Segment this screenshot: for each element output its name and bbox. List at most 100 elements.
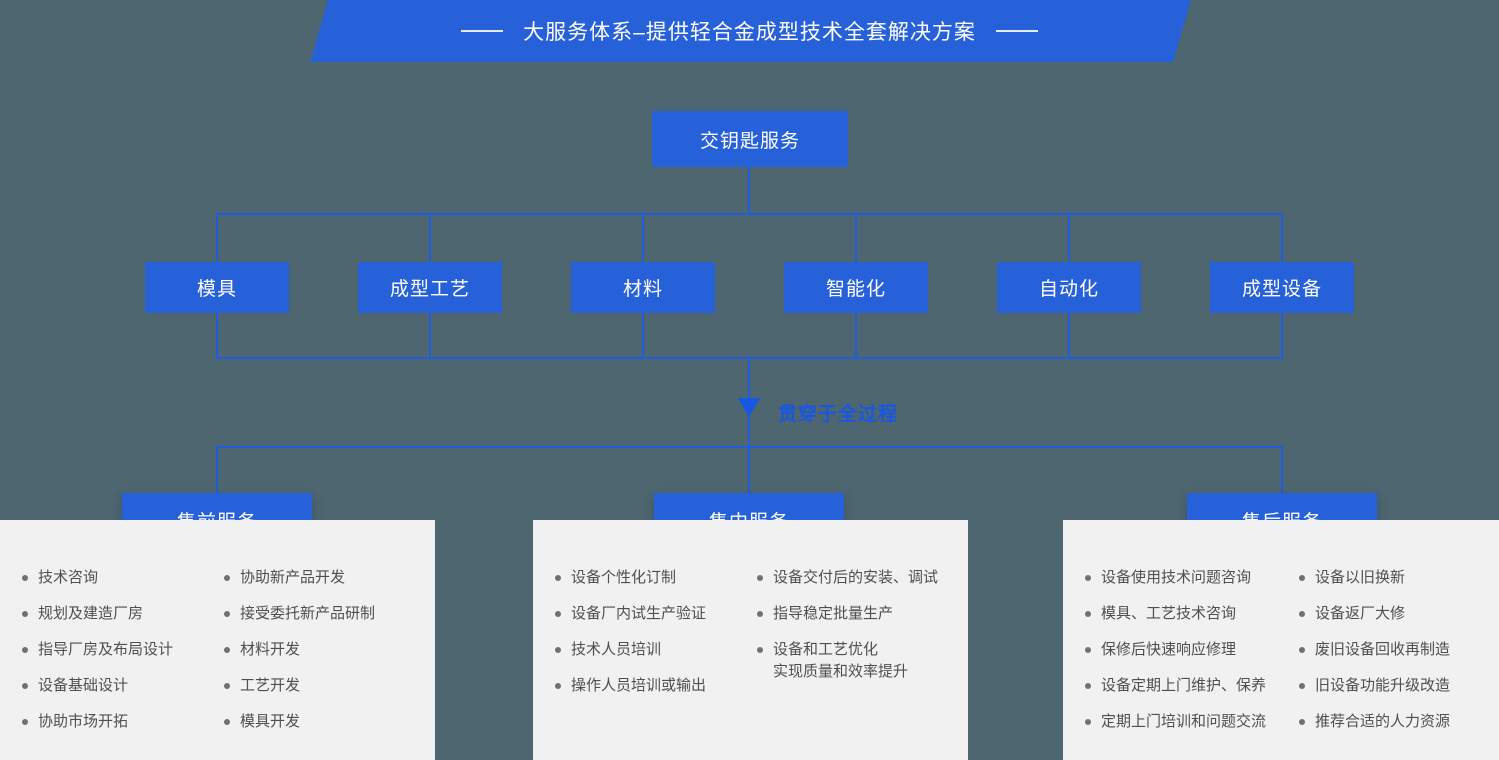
- list-item-label: 操作人员培训或输出: [571, 677, 707, 694]
- list-item: 设备和工艺优化 实现质量和效率提升: [757, 639, 962, 683]
- tree-node-label: 智能化: [825, 279, 886, 300]
- banner-dash-right: [995, 30, 1038, 32]
- bullet-icon: [757, 611, 763, 617]
- bullet-icon: [1085, 683, 1091, 689]
- list-item-label: 模具开发: [240, 713, 301, 730]
- service-list: 协助新产品开发接受委托新产品研制材料开发工艺开发模具开发: [224, 567, 429, 747]
- list-item-label: 接受委托新产品研制: [240, 605, 376, 622]
- bullet-icon: [1299, 719, 1305, 725]
- bullet-icon: [22, 719, 28, 725]
- bullet-icon: [555, 575, 561, 581]
- list-item-label: 设备个性化订制: [571, 569, 677, 586]
- bullet-icon: [757, 575, 763, 581]
- connector-line: [216, 213, 1283, 215]
- bullet-icon: [224, 611, 230, 617]
- list-item-label: 材料开发: [240, 641, 301, 658]
- list-item-label: 指导稳定批量生产: [773, 605, 894, 622]
- banner-dash-left: [461, 30, 504, 32]
- list-item-label: 协助新产品开发: [240, 569, 346, 586]
- list-item: 设备厂内试生产验证: [555, 603, 757, 625]
- list-item: 技术人员培训: [555, 639, 757, 661]
- bullet-icon: [757, 647, 763, 653]
- list-item: 旧设备功能升级改造: [1299, 675, 1493, 697]
- bullet-icon: [22, 611, 28, 617]
- bullet-icon: [1085, 611, 1091, 617]
- list-item-label: 设备返厂大修: [1315, 605, 1406, 622]
- list-item-label: 设备使用技术问题咨询: [1101, 569, 1252, 586]
- bullet-icon: [555, 683, 561, 689]
- tree-node: 材料: [571, 262, 715, 313]
- list-item: 设备定期上门维护、保养: [1085, 675, 1299, 697]
- connector-line: [748, 167, 750, 214]
- list-item: 定期上门培训和问题交流: [1085, 711, 1299, 733]
- service-list: 设备使用技术问题咨询模具、工艺技术咨询保修后快速响应修理设备定期上门维护、保养定…: [1085, 567, 1299, 747]
- list-item: 规划及建造厂房: [22, 603, 224, 625]
- tree-node-label: 自动化: [1038, 279, 1099, 300]
- list-item: 设备基础设计: [22, 675, 224, 697]
- list-item-label: 保修后快速响应修理: [1101, 641, 1237, 658]
- list-item-label: 模具、工艺技术咨询: [1101, 605, 1237, 622]
- list-item: 接受委托新产品研制: [224, 603, 429, 625]
- list-item-label: 设备厂内试生产验证: [571, 605, 707, 622]
- service-columns: 设备使用技术问题咨询模具、工艺技术咨询保修后快速响应修理设备定期上门维护、保养定…: [1063, 520, 1499, 747]
- tree-node-root: 交钥匙服务: [652, 111, 848, 167]
- list-item-label: 协助市场开拓: [38, 713, 129, 730]
- banner: 大服务体系–提供轻合金成型技术全套解决方案: [0, 0, 1499, 62]
- panel-aftersale: 设备使用技术问题咨询模具、工艺技术咨询保修后快速响应修理设备定期上门维护、保养定…: [1063, 520, 1499, 760]
- list-item-label: 设备交付后的安装、调试: [773, 569, 939, 586]
- bullet-icon: [1085, 647, 1091, 653]
- bullet-icon: [22, 575, 28, 581]
- banner-title: 大服务体系–提供轻合金成型技术全套解决方案: [523, 21, 976, 44]
- list-item-label: 设备和工艺优化 实现质量和效率提升: [773, 641, 909, 680]
- bullet-icon: [22, 647, 28, 653]
- list-item-label: 设备定期上门维护、保养: [1101, 677, 1267, 694]
- connector-line: [748, 358, 750, 493]
- tree-node: 智能化: [784, 262, 928, 313]
- list-item-label: 技术咨询: [38, 569, 99, 586]
- connector-line: [1281, 447, 1283, 493]
- bullet-icon: [1299, 611, 1305, 617]
- bullet-icon: [224, 719, 230, 725]
- tree-node: 自动化: [997, 262, 1141, 313]
- service-columns: 设备个性化订制设备厂内试生产验证技术人员培训操作人员培训或输出 设备交付后的安装…: [533, 520, 968, 711]
- tree-node: 成型工艺: [358, 262, 502, 313]
- tree-node-label: 成型设备: [1241, 279, 1322, 300]
- list-item: 保修后快速响应修理: [1085, 639, 1299, 661]
- list-item-label: 设备以旧换新: [1315, 569, 1406, 586]
- tree-node-label: 模具: [196, 279, 237, 300]
- bullet-icon: [1299, 683, 1305, 689]
- service-list: 技术咨询规划及建造厂房指导厂房及布局设计设备基础设计协助市场开拓: [22, 567, 224, 747]
- list-item-label: 工艺开发: [240, 677, 301, 694]
- list-item: 技术咨询: [22, 567, 224, 589]
- list-item-label: 指导厂房及布局设计: [38, 641, 174, 658]
- panel-presale: 技术咨询规划及建造厂房指导厂房及布局设计设备基础设计协助市场开拓 协助新产品开发…: [0, 520, 435, 760]
- bullet-icon: [555, 647, 561, 653]
- bullet-icon: [1085, 575, 1091, 581]
- panel-midsale: 设备个性化订制设备厂内试生产验证技术人员培训操作人员培训或输出 设备交付后的安装…: [533, 520, 968, 760]
- tree-node: 成型设备: [1210, 262, 1354, 313]
- list-item-label: 推荐合适的人力资源: [1315, 713, 1451, 730]
- service-list: 设备交付后的安装、调试指导稳定批量生产设备和工艺优化 实现质量和效率提升: [757, 567, 962, 711]
- list-item: 设备个性化订制: [555, 567, 757, 589]
- list-item: 模具、工艺技术咨询: [1085, 603, 1299, 625]
- tree-node-label: 交钥匙服务: [699, 130, 800, 152]
- list-item-label: 旧设备功能升级改造: [1315, 677, 1451, 694]
- list-item-label: 设备基础设计: [38, 677, 129, 694]
- list-item-label: 技术人员培训: [571, 641, 662, 658]
- list-item: 设备交付后的安装、调试: [757, 567, 962, 589]
- down-arrow-icon: [738, 398, 760, 417]
- list-item: 模具开发: [224, 711, 429, 733]
- list-item: 协助新产品开发: [224, 567, 429, 589]
- tree-node: 模具: [145, 262, 289, 313]
- bullet-icon: [555, 611, 561, 617]
- bullet-icon: [224, 683, 230, 689]
- bullet-icon: [224, 575, 230, 581]
- list-item-label: 废旧设备回收再制造: [1315, 641, 1451, 658]
- connector-line: [216, 446, 1283, 448]
- connector-line: [216, 447, 218, 493]
- list-item: 操作人员培训或输出: [555, 675, 757, 697]
- service-list: 设备个性化订制设备厂内试生产验证技术人员培训操作人员培训或输出: [555, 567, 757, 711]
- list-item: 工艺开发: [224, 675, 429, 697]
- list-item: 协助市场开拓: [22, 711, 224, 733]
